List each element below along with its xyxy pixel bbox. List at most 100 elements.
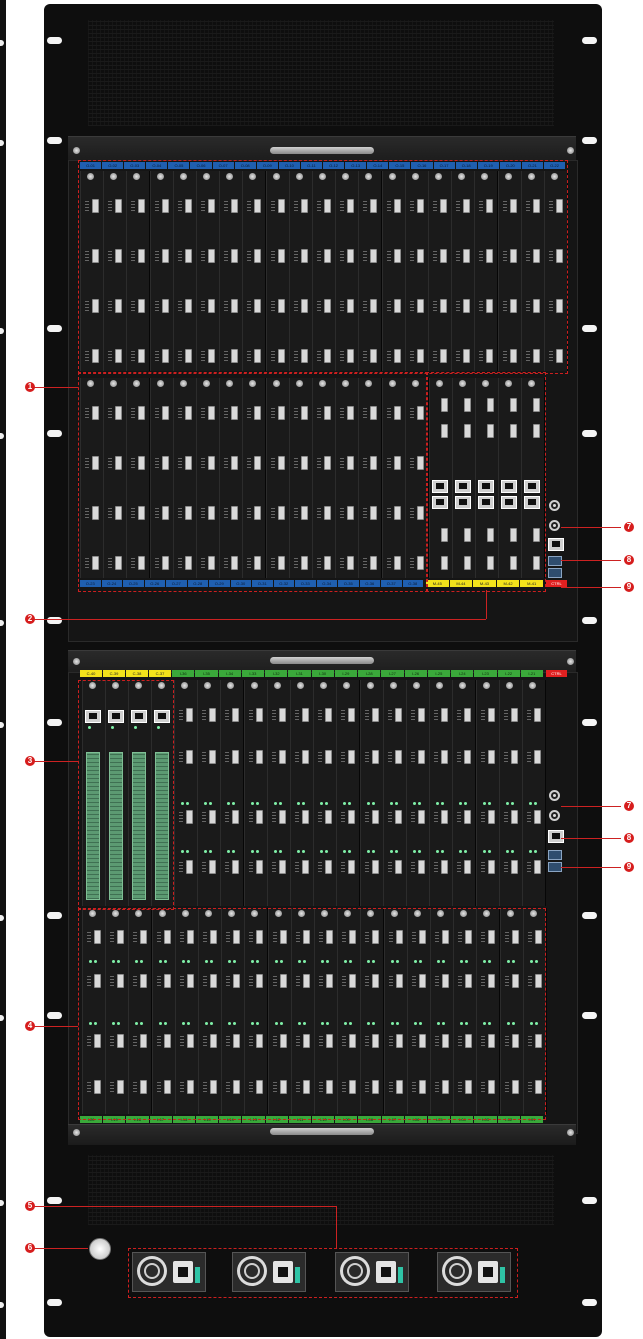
hdmi-port[interactable]: [233, 974, 241, 988]
hdmi-port[interactable]: [255, 708, 263, 722]
network-port[interactable]: [478, 496, 494, 509]
hdmi-port[interactable]: [487, 424, 494, 438]
hdmi-port[interactable]: [487, 750, 495, 764]
hdmi-port[interactable]: [370, 249, 378, 263]
network-port[interactable]: [154, 710, 170, 723]
hdmi-port[interactable]: [232, 860, 240, 874]
hdmi-port[interactable]: [325, 810, 333, 824]
hdmi-port[interactable]: [186, 708, 193, 722]
power-socket-icon[interactable]: [478, 1261, 498, 1283]
hdmi-port[interactable]: [486, 199, 494, 213]
hdmi-port[interactable]: [255, 810, 263, 824]
hdmi-port[interactable]: [254, 349, 262, 363]
hdmi-port[interactable]: [115, 506, 123, 520]
hdmi-port[interactable]: [300, 249, 308, 263]
hdmi-port[interactable]: [138, 249, 146, 263]
hdmi-port[interactable]: [186, 974, 194, 988]
hdmi-port[interactable]: [138, 349, 146, 363]
hdmi-port[interactable]: [92, 456, 99, 470]
hdmi-port[interactable]: [300, 456, 308, 470]
hdmi-port[interactable]: [486, 299, 494, 313]
hdmi-port[interactable]: [231, 199, 239, 213]
hdmi-port[interactable]: [279, 1034, 287, 1048]
hdmi-port[interactable]: [416, 406, 424, 420]
hdmi-port[interactable]: [184, 456, 192, 470]
hdmi-port[interactable]: [440, 299, 447, 313]
hdmi-port[interactable]: [324, 349, 331, 363]
control-lan-port[interactable]: [548, 830, 564, 843]
hdmi-port[interactable]: [92, 349, 99, 363]
network-port[interactable]: [501, 480, 517, 493]
power-supply-module[interactable]: [437, 1252, 511, 1292]
hdmi-port[interactable]: [441, 528, 448, 542]
hdmi-port[interactable]: [464, 528, 471, 542]
hdmi-port[interactable]: [326, 974, 333, 988]
hdmi-port[interactable]: [117, 1080, 125, 1094]
hdmi-port[interactable]: [163, 1080, 171, 1094]
network-port[interactable]: [85, 710, 101, 723]
hdmi-port[interactable]: [441, 424, 448, 438]
hdmi-port[interactable]: [277, 299, 285, 313]
hdmi-port[interactable]: [418, 750, 425, 764]
hdmi-port[interactable]: [370, 556, 378, 570]
hdmi-port[interactable]: [117, 974, 125, 988]
hdmi-port[interactable]: [277, 406, 285, 420]
hdmi-port[interactable]: [348, 810, 356, 824]
hdmi-port[interactable]: [395, 930, 403, 944]
hdmi-port[interactable]: [140, 1034, 148, 1048]
hdmi-port[interactable]: [277, 199, 285, 213]
hdmi-port[interactable]: [510, 750, 518, 764]
hdmi-port[interactable]: [92, 406, 99, 420]
hdmi-port[interactable]: [349, 974, 357, 988]
hdmi-port[interactable]: [184, 506, 192, 520]
hdmi-port[interactable]: [209, 860, 217, 874]
hdmi-port[interactable]: [464, 750, 472, 764]
hdmi-port[interactable]: [115, 406, 123, 420]
hdmi-port[interactable]: [278, 860, 286, 874]
hdmi-port[interactable]: [186, 810, 193, 824]
hdmi-port[interactable]: [255, 750, 263, 764]
hdmi-port[interactable]: [325, 708, 333, 722]
hdmi-port[interactable]: [416, 299, 424, 313]
hdmi-port[interactable]: [418, 1080, 426, 1094]
hdmi-port[interactable]: [138, 456, 146, 470]
hdmi-port[interactable]: [347, 456, 355, 470]
network-port[interactable]: [524, 480, 540, 493]
hdmi-port[interactable]: [371, 810, 379, 824]
hdmi-port[interactable]: [372, 974, 380, 988]
hdmi-port[interactable]: [161, 299, 169, 313]
hdmi-port[interactable]: [115, 249, 123, 263]
hdmi-port[interactable]: [255, 860, 263, 874]
hdmi-port[interactable]: [279, 930, 287, 944]
hdmi-port[interactable]: [302, 708, 309, 722]
hdmi-port[interactable]: [115, 349, 123, 363]
hdmi-port[interactable]: [509, 349, 517, 363]
hdmi-port[interactable]: [324, 506, 331, 520]
network-port[interactable]: [131, 710, 147, 723]
hdmi-port[interactable]: [488, 930, 496, 944]
hdmi-port[interactable]: [326, 1034, 333, 1048]
hdmi-port[interactable]: [233, 1080, 241, 1094]
hdmi-port[interactable]: [441, 860, 449, 874]
hdmi-port[interactable]: [115, 556, 123, 570]
hdmi-port[interactable]: [254, 456, 262, 470]
hdmi-port[interactable]: [532, 349, 540, 363]
terminal-block[interactable]: [86, 752, 100, 900]
hdmi-port[interactable]: [231, 506, 239, 520]
usb-port[interactable]: [548, 556, 562, 566]
hdmi-port[interactable]: [464, 398, 471, 412]
bnc-connector[interactable]: [549, 520, 560, 531]
hdmi-port[interactable]: [277, 249, 285, 263]
hdmi-port[interactable]: [442, 1080, 449, 1094]
hdmi-port[interactable]: [510, 860, 518, 874]
terminal-block[interactable]: [155, 752, 169, 900]
top-panel-handle[interactable]: [270, 147, 374, 154]
hdmi-port[interactable]: [463, 349, 471, 363]
hdmi-port[interactable]: [534, 1034, 542, 1048]
hdmi-port[interactable]: [138, 556, 146, 570]
hdmi-port[interactable]: [418, 974, 426, 988]
psu-switch[interactable]: [398, 1267, 403, 1283]
hdmi-port[interactable]: [94, 1034, 101, 1048]
hdmi-port[interactable]: [486, 349, 494, 363]
network-port[interactable]: [432, 480, 448, 493]
